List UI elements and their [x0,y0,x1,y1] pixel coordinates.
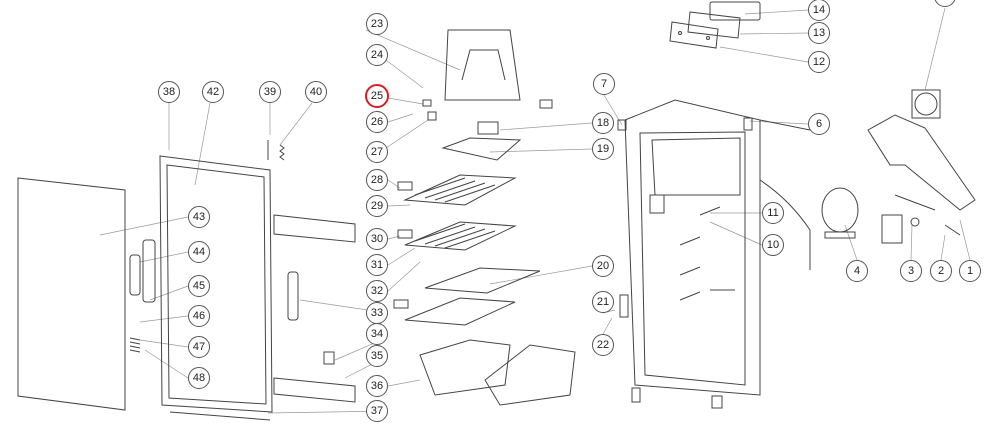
part-label-35[interactable]: 35 [366,345,388,367]
part-label-40[interactable]: 40 [305,81,327,103]
door-panels [17,140,356,421]
shelves [323,29,576,406]
part-label-30[interactable]: 30 [366,228,388,250]
part-label-47[interactable]: 47 [188,336,210,358]
part-label-19[interactable]: 19 [592,138,614,160]
part-label-10[interactable]: 10 [762,234,784,256]
part-label-25-highlighted[interactable]: 25 [365,84,389,108]
part-label-14[interactable]: 14 [808,0,830,21]
part-label-20[interactable]: 20 [592,255,614,277]
part-label-43[interactable]: 43 [188,206,210,228]
part-label-7[interactable]: 7 [593,73,615,95]
part-label-18[interactable]: 18 [592,112,614,134]
part-label-28[interactable]: 28 [366,169,388,191]
part-label-39[interactable]: 39 [259,81,281,103]
control-panel-parts [669,1,761,49]
part-label-46[interactable]: 46 [188,305,210,327]
part-label-1[interactable]: 1 [959,260,981,282]
part-label-21[interactable]: 21 [592,291,614,313]
part-label-2[interactable]: 2 [930,260,952,282]
part-label-6[interactable]: 6 [808,113,830,135]
part-label-11[interactable]: 11 [762,202,784,224]
part-label-32[interactable]: 32 [366,280,388,302]
leader-lines [99,7,971,414]
part-label-44[interactable]: 44 [188,241,210,263]
part-label-38[interactable]: 38 [158,81,180,103]
part-label-33[interactable]: 33 [366,302,388,324]
part-label-12[interactable]: 12 [808,51,830,73]
part-label-27[interactable]: 27 [366,141,388,163]
part-label-45[interactable]: 45 [188,275,210,297]
part-label-26[interactable]: 26 [366,111,388,133]
part-label-29[interactable]: 29 [366,195,388,217]
part-label-23[interactable]: 23 [366,13,388,35]
part-label-34[interactable]: 34 [366,323,388,345]
part-label-13[interactable]: 13 [808,22,830,44]
part-label-42[interactable]: 42 [202,81,224,103]
part-label-36[interactable]: 36 [366,375,388,397]
cabinet [617,99,811,409]
part-label-31[interactable]: 31 [366,254,388,276]
part-label-37[interactable]: 37 [366,400,388,422]
refrigeration-unit [821,89,976,244]
part-label-4[interactable]: 4 [846,260,868,282]
part-label-48[interactable]: 48 [188,367,210,389]
part-label-22[interactable]: 22 [592,334,614,356]
part-label-3[interactable]: 3 [900,260,922,282]
part-label-24[interactable]: 24 [366,44,388,66]
